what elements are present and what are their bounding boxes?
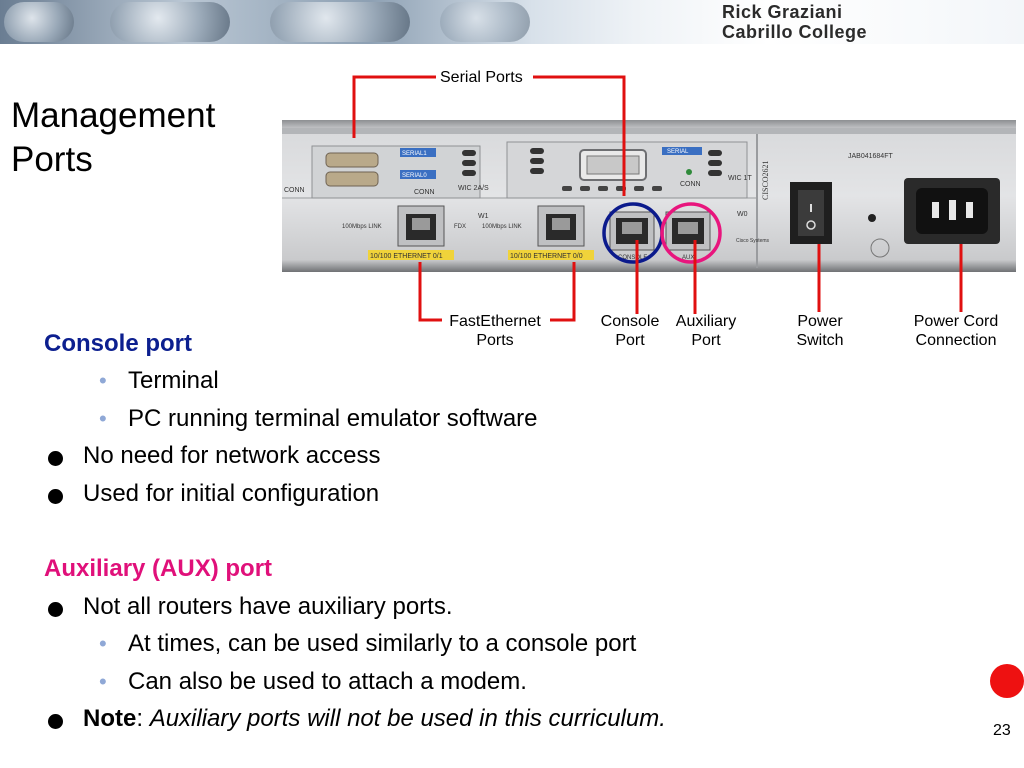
callout-fastethernet-line1: FastEthernet bbox=[449, 313, 541, 330]
label-serial1: SERIAL1 bbox=[402, 151, 427, 157]
callout-console-line2: Port bbox=[615, 332, 645, 349]
aux-highlight-circle bbox=[660, 202, 722, 264]
label-serial-number: JAB041684FT bbox=[848, 153, 893, 160]
callout-power-cord-line1: Power Cord bbox=[913, 313, 999, 330]
note-label: Note bbox=[83, 705, 137, 732]
red-dot-marker bbox=[990, 664, 1024, 698]
callout-auxiliary-line1: Auxiliary bbox=[675, 313, 737, 330]
console-port-heading: Console port bbox=[44, 330, 192, 357]
callout-power-switch-line2: Switch bbox=[796, 332, 844, 349]
label-conn-1: CONN bbox=[414, 189, 435, 196]
author-name: Rick Graziani bbox=[722, 2, 843, 22]
label-eth-0-0: 10/100 ETHERNET 0/0 bbox=[510, 253, 583, 260]
bullet-icon bbox=[48, 489, 63, 504]
callout-serial-ports: Serial Ports bbox=[440, 69, 523, 86]
callout-console-line1: Console bbox=[600, 313, 660, 330]
label-brand: Cisco Systems bbox=[736, 238, 770, 244]
callout-power-cord-line2: Connection bbox=[915, 332, 997, 349]
label-w1: W1 bbox=[478, 213, 489, 220]
label-wic-2as: WIC 2A/S bbox=[458, 185, 489, 192]
callout-console-port: Console Port bbox=[594, 312, 666, 350]
author-college: Cabrillo College bbox=[722, 22, 868, 42]
author-block: Rick Graziani Cabrillo College bbox=[722, 2, 867, 42]
page-number: 23 bbox=[993, 722, 1011, 739]
callout-fastethernet: FastEthernet Ports bbox=[442, 312, 548, 350]
banner-decoration bbox=[4, 2, 74, 42]
aux-item-modem: Can also be used to attach a modem. bbox=[128, 668, 527, 695]
label-model: CISCO2621 bbox=[761, 160, 770, 200]
banner-decoration bbox=[270, 2, 410, 42]
label-eth-0-1: 10/100 ETHERNET 0/1 bbox=[370, 253, 443, 260]
label-fdx-0: FDX bbox=[454, 224, 466, 230]
wic-2as-module: SERIAL1 SERIAL0 CONN CONN WIC 2A/S bbox=[284, 145, 489, 199]
title-line-2: Ports bbox=[11, 140, 93, 179]
callout-auxiliary-port: Auxiliary Port bbox=[670, 312, 742, 350]
banner-decoration bbox=[440, 2, 530, 42]
bullet-icon bbox=[48, 602, 63, 617]
aux-item-similar-console: At times, can be used similarly to a con… bbox=[128, 630, 637, 657]
label-console: CONSOLE bbox=[618, 255, 647, 261]
bullet-icon bbox=[48, 451, 63, 466]
power-section: JAB041684FT bbox=[790, 153, 1000, 258]
console-aux-ports: CONSOLE AUX W0 Cisco Systems CISCO2621 bbox=[602, 160, 770, 264]
label-aux: AUX bbox=[682, 255, 694, 261]
sub-bullet-icon: • bbox=[99, 368, 107, 393]
header-banner: Rick Graziani Cabrillo College bbox=[0, 0, 1024, 44]
banner-decoration bbox=[110, 2, 230, 42]
label-w0: W0 bbox=[737, 211, 748, 218]
label-link-1: 100Mbps LINK bbox=[482, 224, 522, 230]
sub-bullet-icon: • bbox=[99, 631, 107, 656]
label-serial0: SERIAL0 bbox=[402, 173, 427, 179]
sub-bullet-icon: • bbox=[99, 406, 107, 431]
label-conn-2: CONN bbox=[680, 181, 701, 188]
label-conn-0: CONN bbox=[284, 187, 305, 194]
slide-title: Management Ports bbox=[11, 94, 215, 182]
aux-port-heading: Auxiliary (AUX) port bbox=[44, 555, 273, 582]
bullet-icon bbox=[48, 714, 63, 729]
callout-auxiliary-line2: Port bbox=[691, 332, 721, 349]
console-bullet-initial-config: Used for initial configuration bbox=[83, 480, 380, 507]
console-item-pc-emulator: PC running terminal emulator software bbox=[128, 405, 538, 432]
aux-bullet-not-all: Not all routers have auxiliary ports. bbox=[83, 593, 453, 620]
title-line-1: Management bbox=[11, 96, 216, 135]
console-item-terminal: Terminal bbox=[128, 367, 219, 394]
router-back-panel-image: SERIAL1 SERIAL0 CONN CONN WIC 2A/S SERIA… bbox=[282, 120, 1016, 272]
label-link-0: 100Mbps LINK bbox=[342, 224, 382, 230]
wic-1t-module: SERIAL CONN WIC 1T bbox=[506, 141, 752, 199]
label-wic-1t: WIC 1T bbox=[728, 175, 752, 182]
note-colon: : bbox=[136, 705, 144, 732]
fastethernet-ports: 100Mbps LINK FDX 10/100 ETHERNET 0/1 W1 … bbox=[342, 205, 594, 260]
console-bullet-network: No need for network access bbox=[83, 442, 381, 469]
label-serial: SERIAL bbox=[667, 149, 689, 155]
callout-power-cord: Power Cord Connection bbox=[904, 312, 1008, 350]
callout-power-switch: Power Switch bbox=[784, 312, 856, 350]
note-text: Auxiliary ports will not be used in this… bbox=[149, 705, 666, 732]
sub-bullet-icon: • bbox=[99, 669, 107, 694]
callout-fastethernet-line2: Ports bbox=[476, 332, 514, 349]
callout-power-switch-line1: Power bbox=[797, 313, 843, 330]
